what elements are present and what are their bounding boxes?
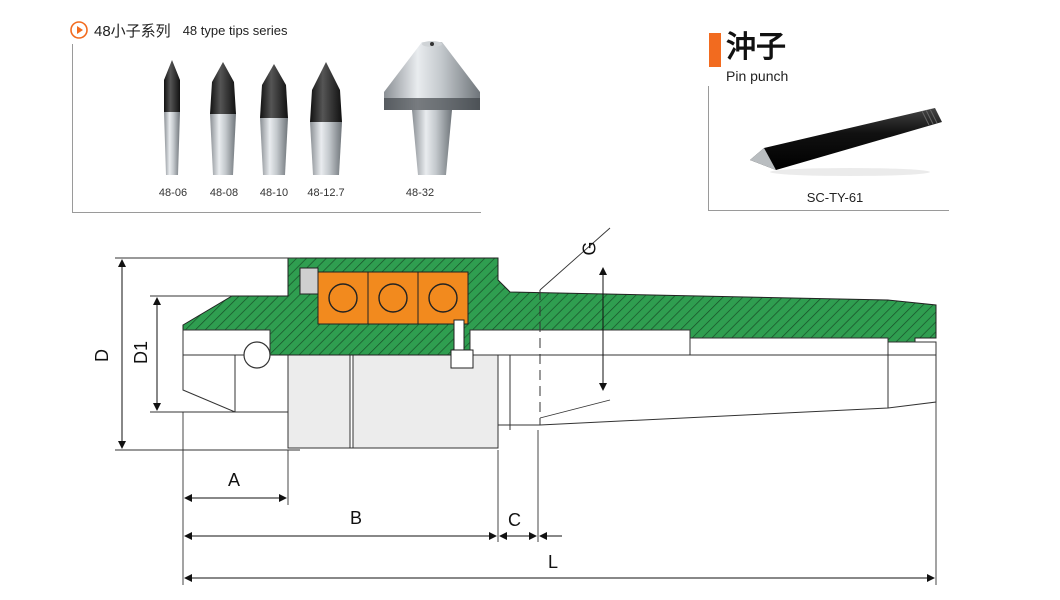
tip-48-06 — [164, 60, 180, 175]
pin-punch-model: SC-TY-61 — [806, 190, 864, 205]
bearing-assembly — [299, 267, 474, 369]
pin-punch-frame — [708, 86, 949, 211]
dimension-label-C: C — [508, 510, 521, 530]
dimension-label-B: B — [350, 508, 363, 528]
series-header: 48小子系列 48 type tips series — [70, 20, 287, 40]
extension-lines — [115, 227, 937, 585]
dimension-label-D: D — [92, 349, 112, 362]
tip-48-10 — [260, 64, 288, 175]
tip-label: 48-10 — [259, 187, 289, 199]
series-title-cn: 48小子系列 — [94, 22, 171, 40]
body-lower-half — [182, 354, 937, 449]
tips-illustration — [164, 41, 480, 175]
tip-48-32 — [384, 41, 480, 175]
tip-label: 48-08 — [209, 187, 239, 199]
dimension-label-G: G — [579, 241, 600, 256]
dimension-lines — [118, 259, 935, 582]
pin-punch-illustration — [750, 108, 942, 176]
pin-punch-title-cn: 沖子 — [726, 30, 786, 65]
series-title-en: 48 type tips series — [182, 22, 288, 38]
tip-48-08 — [210, 62, 236, 175]
tip-48-12-7 — [310, 62, 342, 175]
pin-punch-accent-bar — [709, 33, 721, 67]
dimension-label-D1: D1 — [131, 340, 152, 365]
tip-label: 48-06 — [158, 187, 188, 199]
tip-label: 48-32 — [405, 187, 435, 199]
dimension-label-L: L — [548, 552, 559, 572]
ball-bearing — [243, 341, 271, 369]
dimension-label-A: A — [228, 470, 241, 490]
tip-label: 48-12.7 — [307, 187, 345, 199]
tips-frame — [72, 44, 481, 213]
play-circle-icon — [70, 21, 88, 39]
pin-punch-title-en: Pin punch — [726, 68, 789, 84]
